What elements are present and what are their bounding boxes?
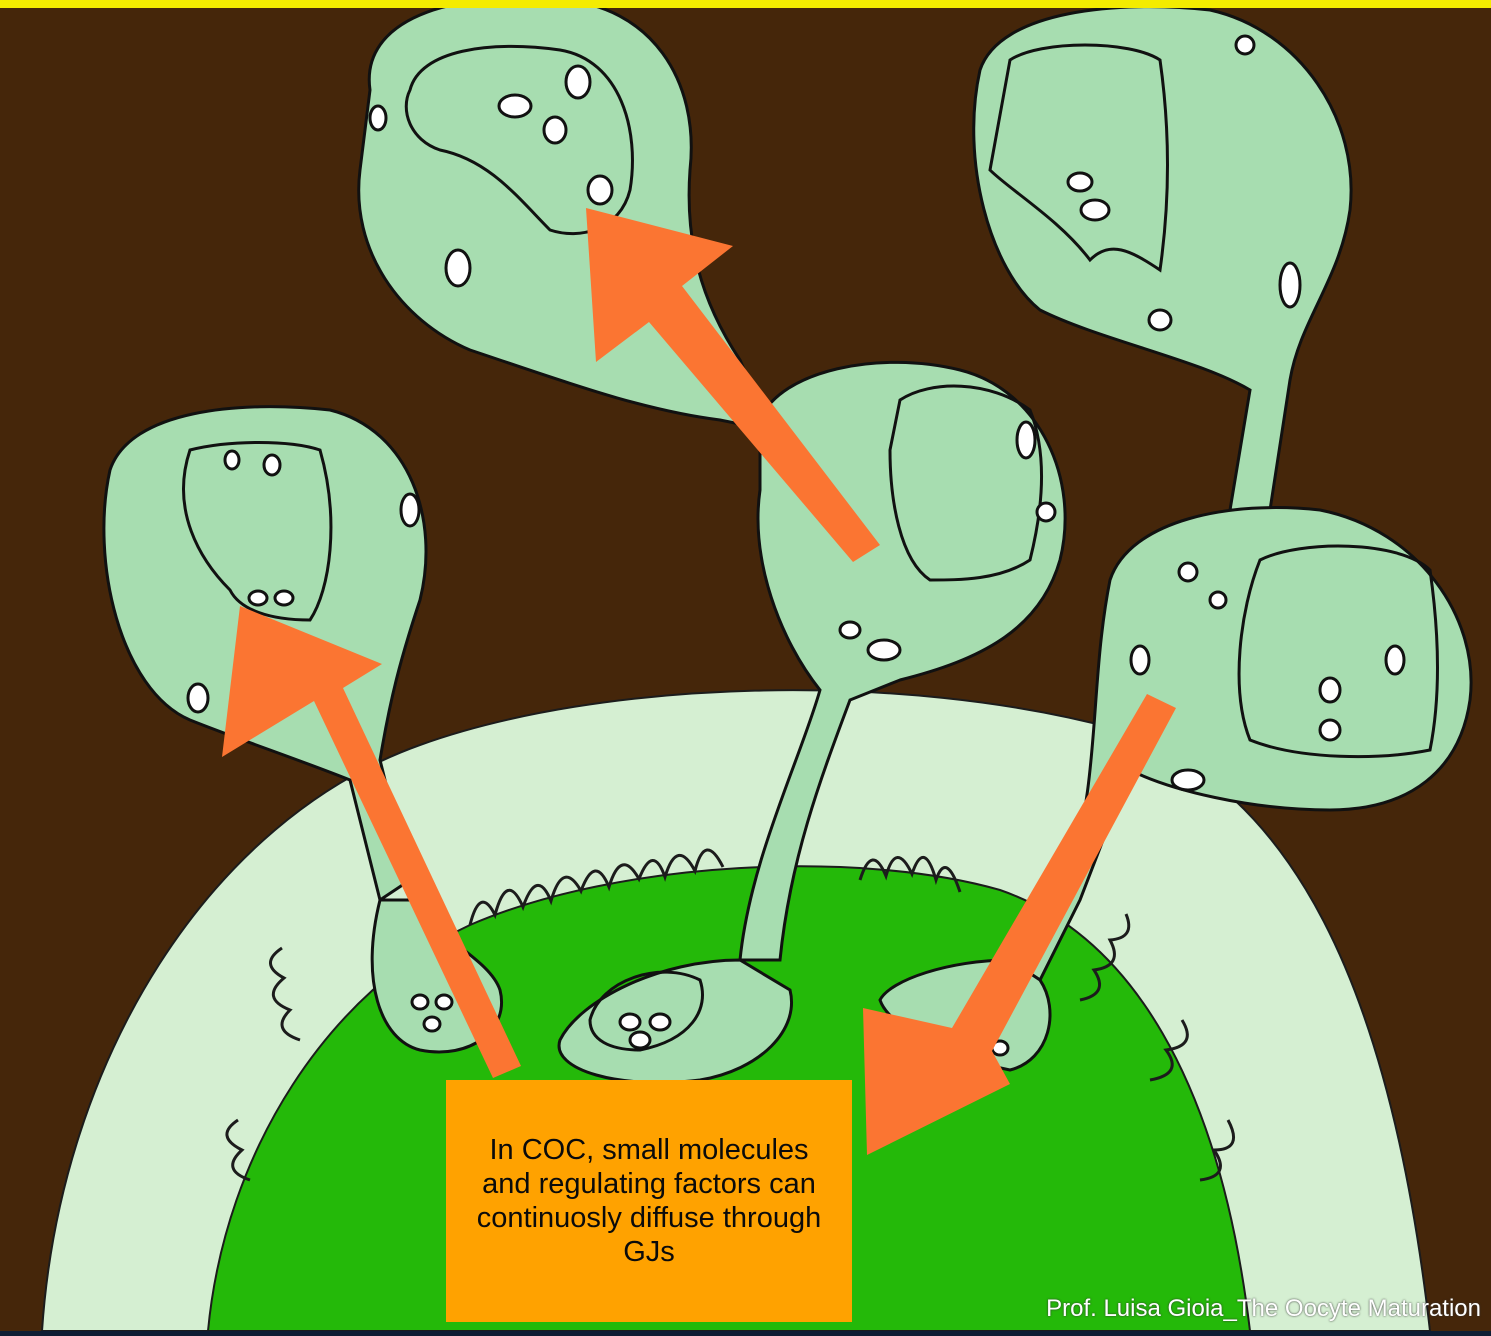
- top-accent-bar: [0, 0, 1491, 8]
- caption-box: In COC, small molecules and regulating f…: [446, 1080, 852, 1322]
- caption-text: In COC, small molecules and regulating f…: [464, 1133, 834, 1269]
- credit-text: Prof. Luisa Gioia_The Oocyte Maturation: [1046, 1295, 1481, 1323]
